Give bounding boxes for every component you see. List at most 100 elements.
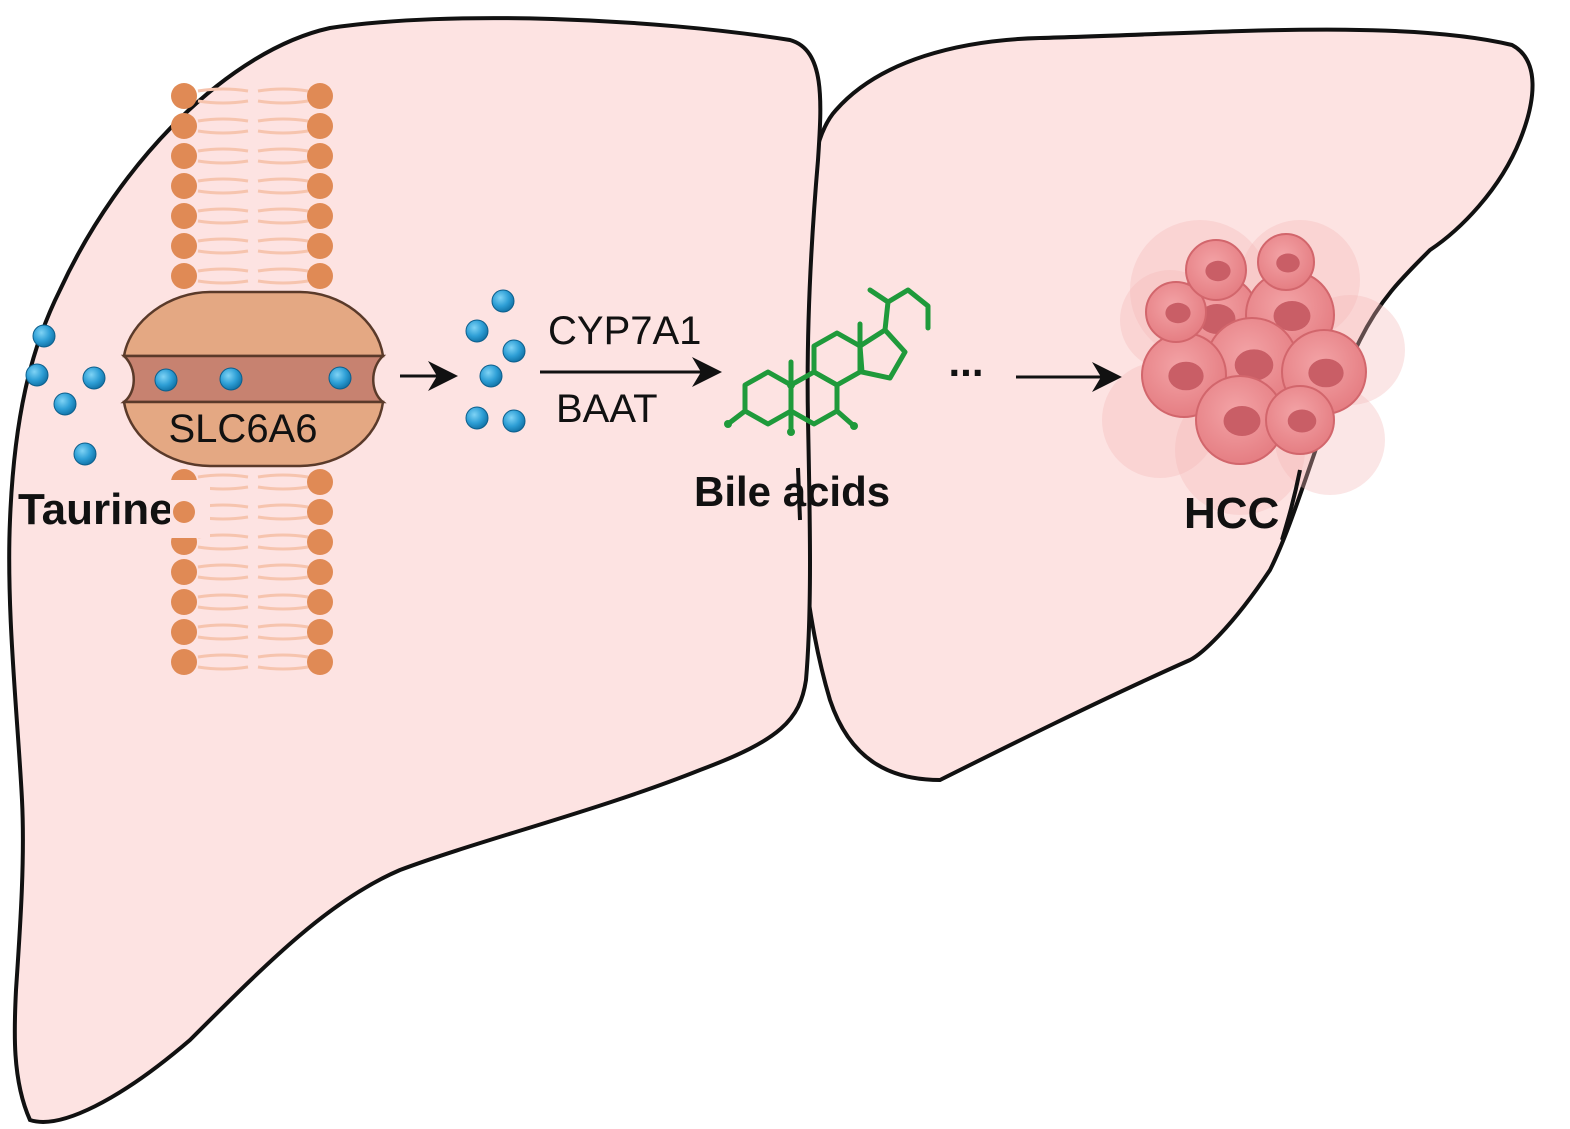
lipid-tail — [257, 653, 309, 659]
lipid-tail — [257, 515, 309, 521]
lipid-tail — [197, 177, 249, 183]
lipid-tail — [197, 563, 249, 569]
lipid-tail — [257, 533, 309, 539]
lipid-head — [171, 559, 197, 585]
atom-3 — [787, 428, 795, 436]
taurine-molecule — [465, 406, 489, 430]
lipid-head — [307, 499, 333, 525]
taurine-molecule — [465, 319, 489, 343]
lipid-tail — [257, 635, 309, 641]
taurine-molecule — [25, 363, 49, 387]
lipid-tail — [197, 623, 249, 629]
lipid-head — [171, 143, 197, 169]
transporter-bottom-half — [122, 400, 385, 468]
taurine-molecule — [502, 409, 526, 433]
lipid-row — [171, 263, 333, 289]
taurine-molecules — [25, 289, 526, 466]
tumor-cell — [1265, 385, 1335, 455]
lipid-tail — [257, 189, 309, 195]
lipid-head — [171, 233, 197, 259]
lipid-row — [171, 203, 333, 229]
cell-nucleus — [1308, 358, 1344, 388]
cell-nucleus — [1223, 406, 1261, 436]
lipid-head — [307, 83, 333, 109]
lipid-tail — [197, 545, 249, 551]
hcc-label: HCC — [1184, 489, 1279, 538]
lipid-row — [171, 619, 333, 645]
lipid-tail — [197, 189, 249, 195]
lipid-tail — [257, 665, 309, 671]
ring-d — [857, 327, 908, 381]
lipid-tail — [257, 575, 309, 581]
lipid-row — [171, 113, 333, 139]
lipid-head — [307, 589, 333, 615]
lipid-head — [307, 469, 333, 495]
lipid-tail — [197, 237, 249, 243]
lipid-tail — [257, 219, 309, 225]
lipid-head — [307, 619, 333, 645]
lipid-tail — [257, 485, 309, 491]
lipid-head — [307, 143, 333, 169]
taurine-molecule — [479, 364, 503, 388]
lipid-tail — [257, 545, 309, 551]
tumor-cell — [1257, 233, 1315, 291]
lipid-tail — [257, 129, 309, 135]
taurine-molecule — [82, 366, 106, 390]
lipid-head — [307, 113, 333, 139]
lipid-tail — [257, 473, 309, 479]
ellipsis-label: ... — [948, 338, 983, 385]
slc6a6-transporter: SLC6A6 — [120, 290, 387, 468]
tumor-cell — [1185, 239, 1247, 301]
enzyme-baat-label: BAAT — [556, 387, 658, 431]
cell-nucleus — [1234, 349, 1274, 381]
lipid-head — [171, 173, 197, 199]
taurine-molecule — [154, 368, 178, 392]
occluder-head — [173, 501, 195, 523]
transporter-top-half — [122, 290, 385, 358]
lipid-head — [307, 559, 333, 585]
lipid-tail — [197, 635, 249, 641]
cell-nucleus — [1165, 302, 1191, 324]
lipid-tail — [257, 563, 309, 569]
lipid-head — [307, 233, 333, 259]
atom-1 — [724, 420, 732, 428]
lipid-row — [171, 233, 333, 259]
lipid-head — [171, 263, 197, 289]
cell-nucleus — [1273, 301, 1311, 331]
lipid-tail — [257, 159, 309, 165]
lipid-tail — [197, 117, 249, 123]
side-chain-2 — [885, 287, 931, 331]
cell-nucleus — [1205, 260, 1231, 282]
lipid-head — [307, 203, 333, 229]
lipid-tail — [197, 87, 249, 93]
atom-2 — [850, 422, 858, 430]
taurine-molecule — [502, 339, 526, 363]
lipid-tail — [257, 147, 309, 153]
lipid-tail — [197, 665, 249, 671]
lipid-tail — [197, 279, 249, 285]
taurine-molecule — [32, 324, 56, 348]
lipid-head — [171, 113, 197, 139]
lipid-row — [171, 173, 333, 199]
atom-4 — [787, 381, 795, 389]
lipid-tail — [197, 129, 249, 135]
lipid-tail — [197, 207, 249, 213]
lipid-tail — [197, 99, 249, 105]
bile-acid-atoms — [724, 343, 863, 436]
lipid-tail — [257, 605, 309, 611]
bile-acids-label: Bile acids — [694, 468, 890, 515]
lipid-head — [307, 649, 333, 675]
cell-nucleus — [1168, 361, 1204, 391]
lipid-tail — [257, 207, 309, 213]
atom-5 — [857, 343, 863, 349]
lipid-tail — [257, 87, 309, 93]
lipid-tail — [257, 177, 309, 183]
hcc-tumor-cluster — [1102, 220, 1405, 515]
lipid-tail — [197, 159, 249, 165]
lobe-boundary-over-label — [796, 467, 802, 521]
lipid-tail — [257, 267, 309, 273]
liver-left-lobe — [7, 16, 823, 1124]
lipid-tail — [257, 279, 309, 285]
lipid-tail — [197, 575, 249, 581]
lipid-tail — [257, 237, 309, 243]
